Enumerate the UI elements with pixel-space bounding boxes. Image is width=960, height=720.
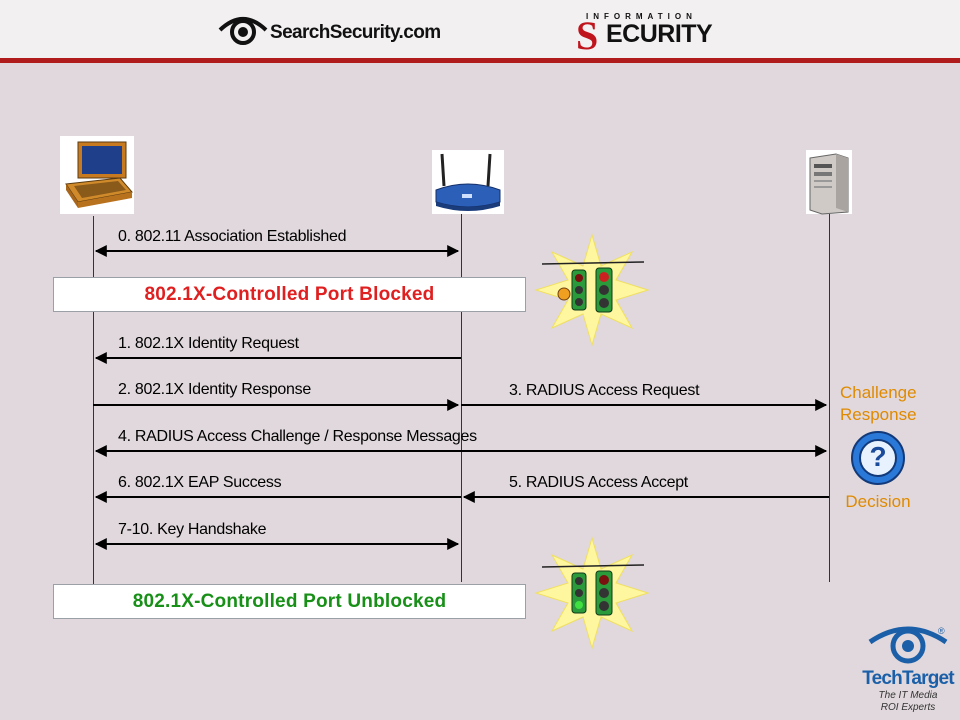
message-2-identity-response: 2. 802.1X Identity Response: [118, 381, 311, 398]
access-point-lifeline: [461, 214, 462, 582]
server-lifeline: [829, 214, 830, 582]
techtarget-tagline-1: The IT Media: [878, 690, 938, 701]
message-0-association: 0. 802.11 Association Established: [118, 228, 347, 245]
server-label-decision: Decision: [845, 492, 911, 511]
techtarget-tagline-2: ROI Experts: [880, 702, 936, 713]
message-1-identity-request: 1. 802.1X Identity Request: [118, 335, 299, 352]
port-blocked-box: 802.1X-Controlled Port Blocked: [53, 277, 526, 312]
laptop-lifeline: [93, 216, 94, 584]
wireless-router-icon: [432, 150, 504, 214]
message-7-key-handshake: 7-10. Key Handshake: [118, 521, 267, 538]
information-security-logo[interactable]: INFORMATION S ECURITY: [576, 12, 716, 56]
server-label-response: Response: [840, 405, 917, 424]
message-4-radius-challenge: 4. RADIUS Access Challenge / Response Me…: [118, 428, 477, 445]
registered-mark: ®: [938, 626, 945, 636]
traffic-light-red-icon: [534, 233, 650, 347]
information-security-logo-initial: S: [576, 13, 599, 58]
radius-server-icon: [806, 150, 852, 215]
message-3-radius-access-request: 3. RADIUS Access Request: [509, 382, 700, 399]
message-5-radius-access-accept: 5. RADIUS Access Accept: [509, 474, 688, 491]
laptop-icon: [60, 136, 134, 214]
header-accent-bar: [0, 58, 960, 63]
techtarget-brand: TechTarget: [862, 668, 954, 689]
eye-icon: [218, 17, 268, 45]
information-security-logo-top: INFORMATION: [586, 12, 697, 21]
question-mark-glyph: ?: [869, 441, 887, 472]
techtarget-eye-icon: [868, 626, 948, 664]
server-label-challenge: Challenge: [840, 383, 917, 402]
information-security-logo-text: ECURITY: [606, 20, 713, 48]
traffic-light-green-icon: [534, 536, 650, 650]
message-6-eap-success: 6. 802.1X EAP Success: [118, 474, 282, 491]
question-mark-icon: [851, 431, 905, 485]
searchsecurity-logo-text: SearchSecurity.com: [270, 22, 441, 43]
port-unblocked-box: 802.1X-Controlled Port Unblocked: [53, 584, 526, 619]
header: SearchSecurity.com INFORMATION S ECURITY: [0, 0, 960, 58]
